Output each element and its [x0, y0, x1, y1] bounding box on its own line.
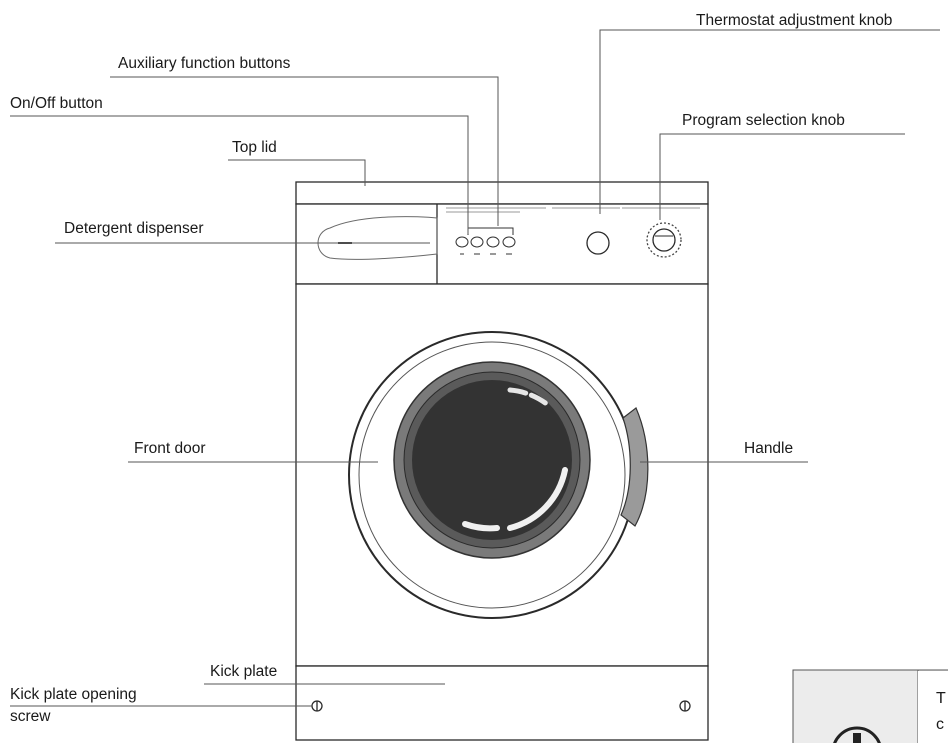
label-thermostat-knob: Thermostat adjustment knob	[696, 12, 893, 29]
kick-plate-screw-right	[679, 700, 691, 712]
auxiliary-buttons	[455, 227, 516, 255]
label-top-lid: Top lid	[232, 139, 277, 156]
label-kick-plate: Kick plate	[210, 663, 278, 680]
label-kick-plate-screw-1: Kick plate opening	[10, 686, 137, 703]
label-detergent-dispenser: Detergent dispenser	[64, 220, 204, 237]
label-kick-plate-screw-2: screw	[10, 708, 51, 725]
program-knob	[646, 222, 682, 258]
leader-lines	[10, 29, 940, 707]
control-panel	[295, 203, 709, 285]
door-glass	[412, 380, 572, 540]
door-handle	[620, 407, 649, 527]
thermostat-knob	[586, 231, 610, 255]
notice-text-line2: c	[936, 716, 944, 733]
panel-printed-text	[446, 207, 700, 213]
notice-box	[792, 669, 948, 743]
label-program-knob: Program selection knob	[682, 112, 845, 129]
notice-text-line1: T	[936, 690, 946, 707]
detergent-dispenser	[317, 216, 438, 260]
label-front-door: Front door	[134, 440, 206, 457]
label-auxiliary-buttons: Auxiliary function buttons	[118, 55, 291, 72]
top-lid	[295, 181, 709, 205]
kick-plate	[295, 665, 709, 741]
label-onoff-button: On/Off button	[10, 95, 103, 112]
warning-icon	[833, 726, 881, 743]
label-handle: Handle	[744, 440, 794, 457]
front-door	[348, 331, 636, 619]
